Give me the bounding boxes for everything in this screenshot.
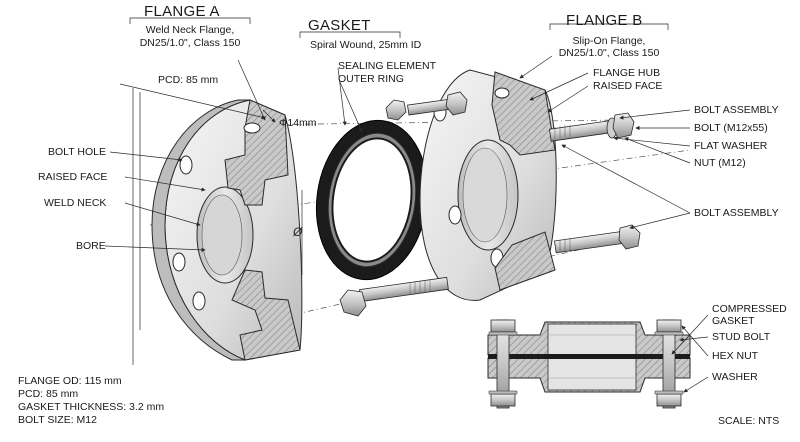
bore-label: BORE [76,240,106,252]
compressed-gasket-label-line-2: GASKET [712,315,755,327]
bolt-bottom-left [339,276,449,317]
gasket-title: GASKET [308,17,371,34]
hex-nut-label: HEX NUT [712,350,759,362]
weld-neck-label: WELD NECK [44,197,107,209]
flange-a-subtitle-2: DN25/1.0", Class 150 [139,37,241,49]
spec-flange-od: FLANGE OD: 115 mm [18,375,122,387]
bolt-top-left [385,91,468,121]
leader-lines [104,17,709,393]
flange-b-section-hatch-lower [494,231,556,291]
washer-label: WASHER [712,371,758,383]
spec-gasket-thickness: GASKET THICKNESS: 3.2 mm [18,401,165,413]
gasket-ring [315,119,429,281]
bolt-label: BOLT (M12x55) [694,122,768,134]
bolt-hole-diameter-label: Φ14mm [279,117,317,129]
flange-a-raised-face-label: RAISED FACE [38,171,108,183]
flange-a-subtitle-1: Weld Neck Flange, [145,24,235,36]
flange-b-subtitle-2: DN25/1.0", Class 150 [558,47,660,59]
bolt-assembly-right-top [549,112,635,142]
nut-label: NUT (M12) [694,157,746,169]
flange-b-subtitle-1: Slip-On Flange, [572,35,646,47]
bolt-assembly-label-1: BOLT ASSEMBLY [694,104,779,116]
flange-a-pcd-label: PCD: 85 mm [158,74,219,86]
flange-b-title: FLANGE B [566,12,643,29]
compressed-gasket-label-line-1: COMPRESSED [712,303,787,315]
bolt-hole-label: BOLT HOLE [48,146,106,158]
flange-hub-label: FLANGE HUB [593,67,661,79]
bolt-assembly-label-2: BOLT ASSEMBLY [694,207,779,219]
bolt-assembly-right-bottom [554,224,641,254]
spec-bolt-size: BOLT SIZE: M12 [18,414,97,426]
bore-diameter-symbol: Ø [292,225,303,239]
flange-a-dimensions [119,83,303,365]
stud-bolt-label: STUD BOLT [712,331,771,343]
flange-a-section-hatch [224,99,289,206]
outer-ring-label: OUTER RING [338,73,404,85]
sealing-element-label: SEALING ELEMENT [338,60,437,72]
spec-pcd: PCD: 85 mm [18,388,79,400]
flange-a-title: FLANGE A [144,3,220,20]
flange-a-body [151,99,303,361]
flat-washer-label: FLAT WASHER [694,140,768,152]
assembled-section-view [487,319,691,409]
gasket-subtitle: Spiral Wound, 25mm ID [310,39,422,51]
scale-label: SCALE: NTS [718,415,780,427]
flange-a-section-hatch-lower [231,269,301,361]
flange-b-body [419,69,557,301]
flange-b-raised-face-label: RAISED FACE [593,80,663,92]
